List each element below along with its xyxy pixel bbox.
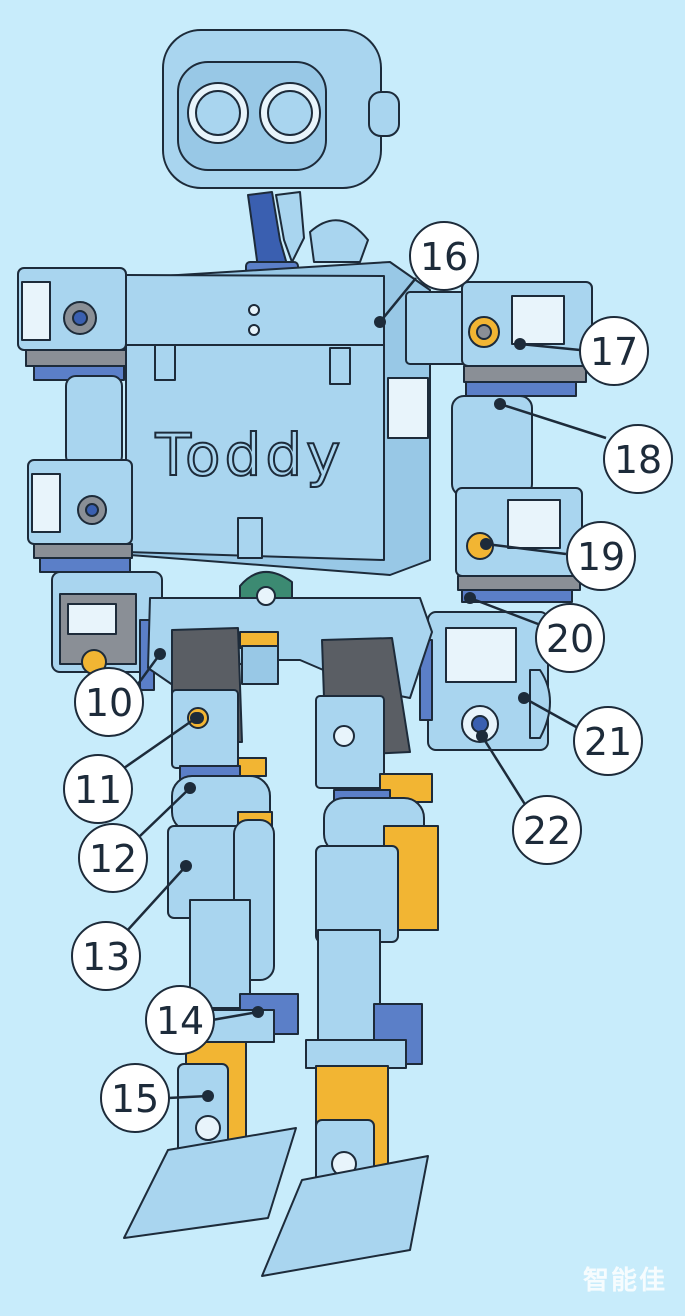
callout-label: 11 [74, 768, 122, 812]
chest-logo: Toddy [154, 421, 344, 489]
callout-label: 10 [85, 681, 133, 725]
left-leg [123, 627, 299, 1239]
callout-17: 17 [514, 316, 649, 386]
robot-head [162, 29, 400, 189]
callout-label: 20 [546, 617, 594, 661]
callout-12: 12 [78, 782, 196, 893]
callout-label: 21 [584, 720, 632, 764]
callout-18: 18 [494, 398, 673, 494]
callout-label: 16 [420, 235, 468, 279]
callout-label: 18 [614, 438, 662, 482]
callout-label: 13 [82, 935, 130, 979]
callout-label: 17 [590, 330, 638, 374]
callout-21: 21 [518, 692, 643, 776]
callout-22: 22 [476, 730, 582, 865]
right-arm [405, 281, 593, 751]
callout-label: 15 [111, 1077, 159, 1121]
callout-label: 14 [156, 999, 204, 1043]
callout-19: 19 [480, 521, 636, 591]
watermark-logo: 智能佳 [582, 1266, 667, 1296]
robot-neck [245, 191, 369, 277]
callout-11: 11 [63, 712, 202, 824]
robot-torso: Toddy [125, 261, 431, 576]
right-leg [261, 637, 439, 1277]
callout-13: 13 [71, 860, 192, 991]
callout-label: 12 [89, 837, 137, 881]
callout-16: 16 [374, 221, 479, 328]
callout-label: 19 [577, 535, 625, 579]
callout-leaders [123, 277, 607, 1100]
callout-label: 22 [523, 809, 571, 853]
callout-20: 20 [464, 592, 605, 673]
callout-14: 14 [145, 985, 264, 1055]
callout-15: 15 [100, 1063, 214, 1133]
callout-10: 10 [74, 648, 166, 737]
